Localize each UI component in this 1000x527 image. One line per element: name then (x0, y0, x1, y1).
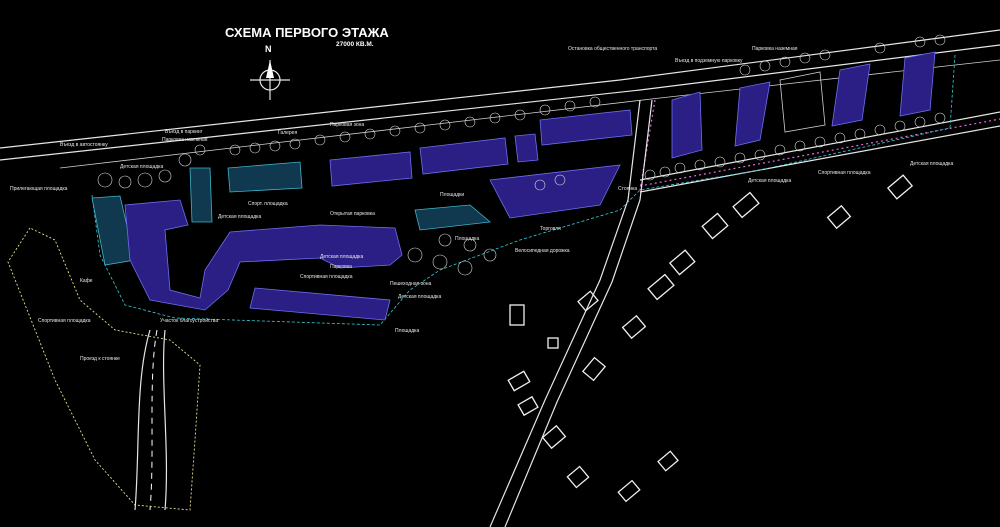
label-playground-c: Детская площадка (398, 294, 441, 300)
main-road (0, 29, 1000, 169)
label-lot-entry: Въезд в автостоянку (60, 142, 108, 148)
label-cafe: Кафе (80, 278, 93, 284)
label-open-parking: Открытая парковка (330, 211, 375, 217)
label-transit-stop: Остановка общественного транспорта (568, 46, 657, 52)
label-retail: Торговля (540, 226, 561, 232)
label-gallery: Галерея (278, 130, 297, 136)
label-playground-f: Детская площадка (218, 214, 261, 220)
plan-title: СХЕМА ПЕРВОГО ЭТАЖА (225, 25, 389, 40)
plot-boundary (7, 227, 201, 511)
label-area-a: Площадка (395, 328, 419, 334)
label-sport-d: Спортивная площадка (818, 170, 871, 176)
label-access-road: Проезд к стоянке (80, 356, 120, 362)
label-playground-e: Детская площадка (910, 161, 953, 167)
existing-buildings (507, 174, 914, 503)
label-sport-c: Спортивная площадка (300, 274, 353, 280)
label-surface-parking-w: Парковка наземная (162, 137, 208, 143)
label-area-b: Площадка (455, 236, 479, 242)
label-playground-b: Детская площадка (320, 254, 363, 260)
plan-area: 27000 КВ.М. (336, 41, 374, 48)
annotations: Остановка общественного транспорта Въезд… (10, 46, 953, 362)
label-areas: Площадки (440, 192, 464, 198)
label-stop-b: Стоянка (618, 186, 637, 192)
label-bike-path: Велосипедная дорожка (515, 248, 570, 254)
left-road (134, 329, 168, 511)
label-surface-parking-ne: Парковка наземная (752, 46, 798, 52)
label-landscape: Участок благоустройства (160, 317, 218, 324)
diagonal-road (489, 99, 653, 527)
north-arrow-icon: N (250, 44, 290, 100)
label-parking: Парковка (330, 264, 352, 270)
label-park-zone: Парковая зона (330, 122, 364, 128)
label-garage-entry: Въезд в паркинг (165, 129, 203, 135)
label-adjacent-area: Прилегающая площадка (10, 186, 68, 192)
label-pedestrian: Пешеходная зона (390, 281, 432, 287)
label-sport-a: Спорт. площадка (248, 201, 288, 207)
label-sport-b: Спортивная площадка (38, 318, 91, 324)
building-complex-west (91, 109, 633, 321)
label-playground-d: Детская площадка (748, 178, 791, 184)
label-underground-entry: Въезд в подземную парковку (675, 58, 743, 64)
site-boundary (91, 54, 956, 326)
building-complex-east (671, 51, 936, 159)
tree-cluster (97, 34, 946, 276)
north-label: N (265, 44, 272, 54)
label-playground-a: Детская площадка (120, 164, 163, 170)
